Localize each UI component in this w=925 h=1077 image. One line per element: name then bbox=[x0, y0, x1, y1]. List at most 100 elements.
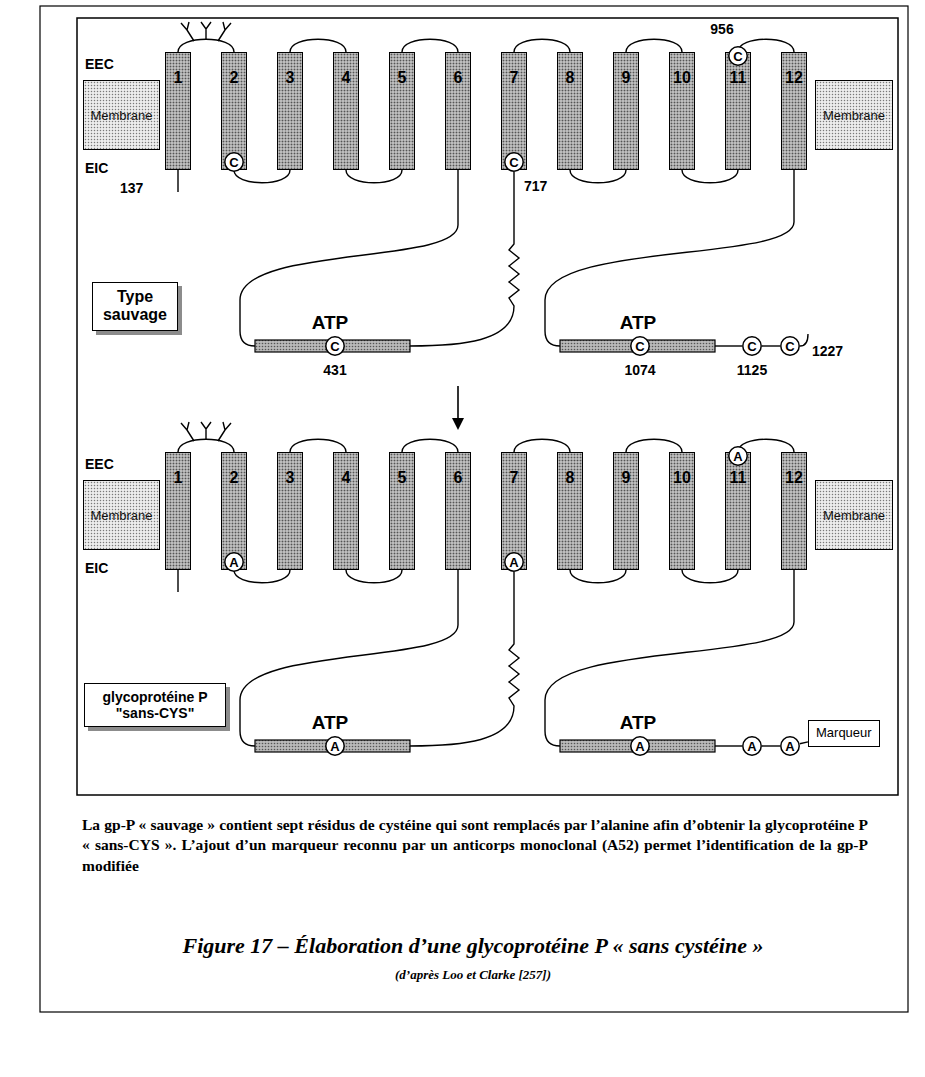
helix-number: 9 bbox=[622, 470, 631, 486]
residue-letter: C bbox=[509, 156, 518, 169]
region-label: EIC bbox=[85, 160, 108, 176]
residue-letter: C bbox=[330, 340, 339, 353]
circle-shape bbox=[326, 737, 344, 755]
residue-number: 956 bbox=[710, 21, 733, 37]
transmembrane-helix: 3 bbox=[277, 52, 303, 170]
region-label: EIC bbox=[85, 560, 108, 576]
residue-letter: A bbox=[785, 740, 794, 753]
transmembrane-helix: 6 bbox=[445, 52, 471, 170]
circle-shape bbox=[326, 337, 344, 355]
panel-tag: Type sauvage bbox=[92, 282, 178, 331]
residue-letter: C bbox=[747, 340, 756, 353]
figure-caption: La gp-P « sauvage » contient sept résidu… bbox=[82, 815, 868, 876]
helix-number: 6 bbox=[454, 470, 463, 486]
residue-letter: A bbox=[733, 450, 742, 463]
c-terminal-tail bbox=[800, 334, 808, 346]
extracellular-loop bbox=[514, 39, 570, 52]
helix-number: 3 bbox=[286, 70, 295, 86]
transmembrane-helix: 5 bbox=[389, 452, 415, 570]
residue-number: 137 bbox=[120, 180, 143, 196]
topology-lines-copy bbox=[178, 422, 794, 752]
helix-number: 7 bbox=[510, 70, 519, 86]
helix-number: 2 bbox=[230, 470, 239, 486]
transmembrane-helix: 12 bbox=[781, 52, 807, 170]
n-terminus bbox=[177, 170, 178, 192]
membrane-block: Membrane bbox=[815, 480, 893, 550]
residue-letter: C bbox=[733, 50, 742, 63]
residue-circle: C bbox=[224, 152, 244, 172]
tag-text: Marqueur bbox=[816, 726, 872, 741]
transmembrane-helix: 1 bbox=[165, 452, 191, 570]
transmembrane-helix: 5 bbox=[389, 52, 415, 170]
residue-circle: C bbox=[780, 336, 800, 356]
transmembrane-helix: 8 bbox=[557, 52, 583, 170]
transmembrane-helix: 1 bbox=[165, 52, 191, 170]
residue-circle: A bbox=[728, 446, 748, 466]
helix-number: 12 bbox=[785, 470, 803, 486]
transmembrane-helix: 12 bbox=[781, 452, 807, 570]
circle-shape bbox=[781, 337, 799, 355]
helix-number: 10 bbox=[673, 70, 691, 86]
helix-number: 1 bbox=[174, 70, 183, 86]
residue-circle: C bbox=[728, 46, 748, 66]
transmembrane-helix: 10 bbox=[669, 52, 695, 170]
chain-connector bbox=[762, 345, 780, 346]
transition-arrow-head bbox=[452, 418, 464, 430]
transmembrane-helix: 6 bbox=[445, 452, 471, 570]
helix-number: 6 bbox=[454, 70, 463, 86]
circle-shape bbox=[225, 153, 243, 171]
residue-number: 431 bbox=[323, 362, 346, 378]
chain-connector bbox=[762, 745, 780, 746]
circle-shape bbox=[729, 47, 747, 65]
glycosylation-tree bbox=[201, 22, 211, 40]
extracellular-loop bbox=[402, 39, 458, 52]
membrane-block: Membrane bbox=[83, 480, 160, 550]
residue-letter: C bbox=[635, 340, 644, 353]
helix-number: 8 bbox=[566, 470, 575, 486]
residue-letter: A bbox=[635, 740, 644, 753]
transmembrane-helix: 4 bbox=[333, 52, 359, 170]
intracellular-loop bbox=[682, 170, 738, 183]
atp-binding-domain bbox=[255, 340, 410, 352]
residue-circle: A bbox=[504, 552, 524, 572]
membrane-label: Membrane bbox=[823, 108, 885, 123]
tag-text: Type sauvage bbox=[100, 288, 170, 325]
residue-circle: C bbox=[630, 336, 650, 356]
extracellular-loop bbox=[626, 39, 682, 52]
helix-number: 7 bbox=[510, 470, 519, 486]
topology-lines bbox=[178, 22, 794, 352]
residue-number: 1227 bbox=[812, 343, 843, 359]
intracellular-loop bbox=[346, 170, 402, 183]
source-note: (d’après Loo et Clarke [257]) bbox=[395, 968, 551, 983]
residue-circle: A bbox=[630, 736, 650, 756]
helix-number: 8 bbox=[566, 70, 575, 86]
domain-label: ATP bbox=[620, 312, 657, 334]
circle-shape bbox=[781, 737, 799, 755]
helix-number: 4 bbox=[342, 470, 351, 486]
panel-tag: glycoprotéine P "sans-CYS" bbox=[84, 683, 226, 727]
circle-shape bbox=[743, 737, 761, 755]
transmembrane-helix: 10 bbox=[669, 452, 695, 570]
intracellular-loop bbox=[570, 170, 626, 183]
transmembrane-helix: 4 bbox=[333, 452, 359, 570]
circle-shape bbox=[743, 337, 761, 355]
domain-label: ATP bbox=[620, 712, 657, 734]
residue-number: 1074 bbox=[624, 362, 655, 378]
residue-letter: C bbox=[229, 156, 238, 169]
transmembrane-helix: 9 bbox=[613, 452, 639, 570]
residue-circle: C bbox=[325, 336, 345, 356]
circle-shape bbox=[729, 447, 747, 465]
membrane-block: Membrane bbox=[83, 80, 160, 150]
atp-binding-domain bbox=[560, 340, 715, 352]
outer-frame bbox=[40, 6, 908, 1012]
helix-number: 11 bbox=[730, 70, 747, 86]
linker-region bbox=[410, 172, 519, 346]
transmembrane-helix: 8 bbox=[557, 452, 583, 570]
intracellular-loop bbox=[234, 170, 290, 183]
residue-circle: A bbox=[224, 552, 244, 572]
c-terminal-chain bbox=[715, 345, 742, 346]
residue-circle: A bbox=[742, 736, 762, 756]
transmembrane-helix: 3 bbox=[277, 452, 303, 570]
helix-number: 1 bbox=[174, 470, 183, 486]
